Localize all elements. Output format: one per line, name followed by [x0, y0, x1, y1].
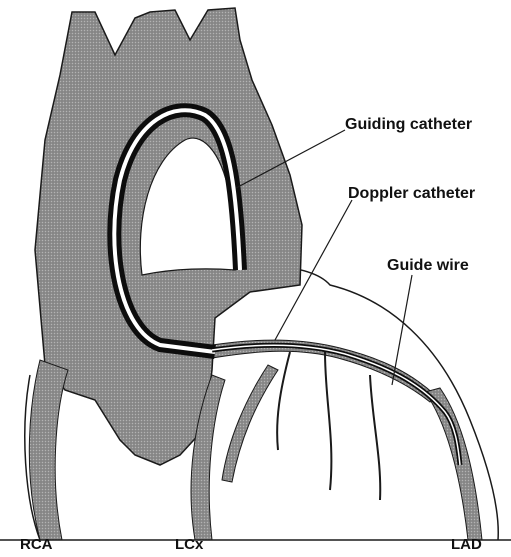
label-lad: LAD: [451, 537, 482, 552]
label-guiding-catheter: Guiding catheter: [345, 117, 472, 133]
branch-2: [370, 375, 380, 500]
guide-wire-leader: [392, 275, 412, 385]
rca-vessel: [29, 360, 68, 540]
label-guide-wire: Guide wire: [387, 258, 469, 274]
label-doppler-catheter: Doppler catheter: [348, 186, 475, 202]
branch-1: [325, 352, 331, 490]
lcx-branch: [222, 365, 278, 482]
lad-vessel: [425, 388, 482, 540]
branch-3: [277, 352, 290, 450]
label-rca: RCA: [20, 537, 53, 552]
label-lcx: LCx: [175, 537, 203, 552]
